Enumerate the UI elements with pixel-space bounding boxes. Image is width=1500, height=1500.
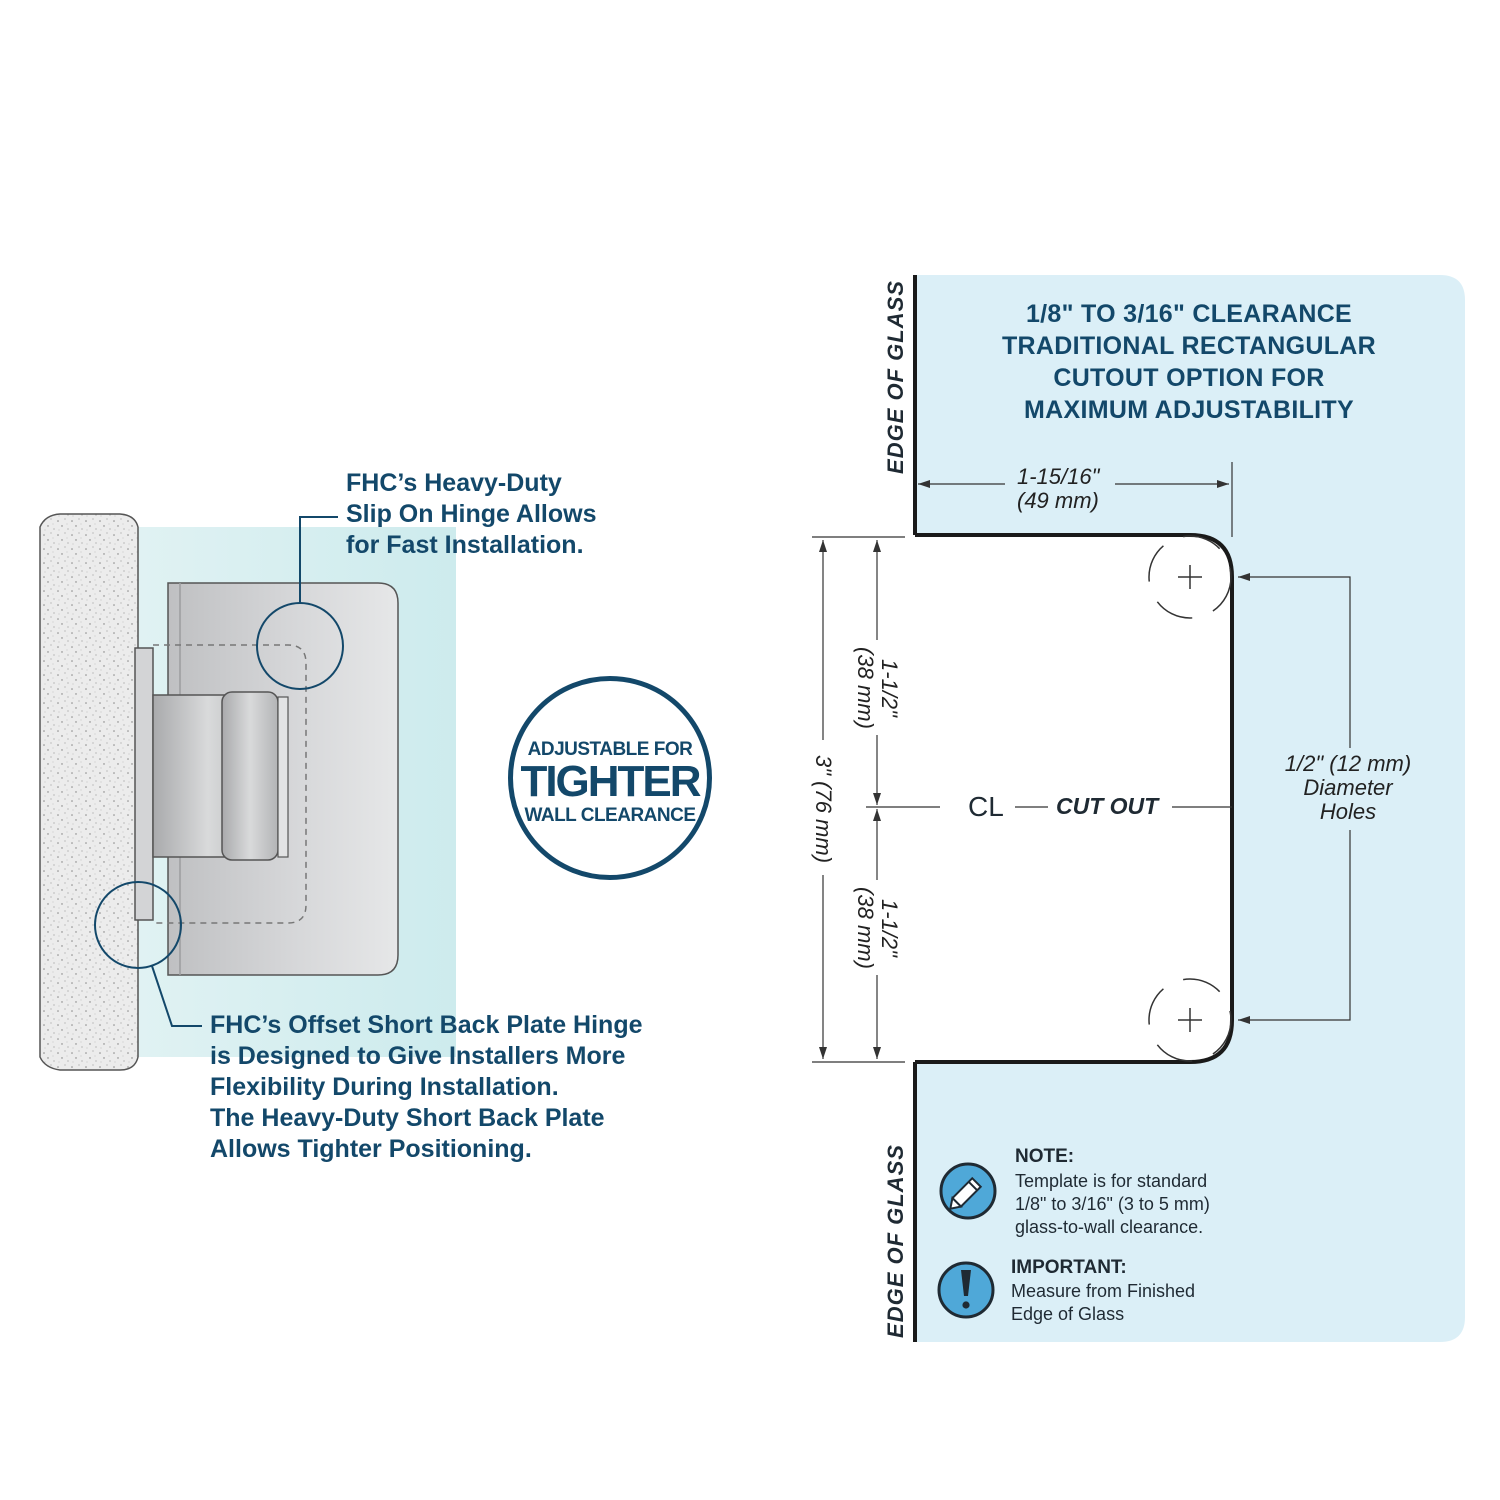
exclamation-icon [937,1261,995,1319]
detail-circle-bottom [94,881,182,969]
callout-bottom-line-4: The Heavy-Duty Short Back Plate [210,1104,605,1132]
half-dimension-top: 1-1/2" (38 mm) [853,633,902,743]
important-line-2: Edge of Glass [1011,1304,1125,1324]
heading-line-2: TRADITIONAL RECTANGULAR [1001,332,1376,360]
wall-section [39,513,139,1071]
callout-bottom-line-5: Allows Tighter Positioning. [210,1135,532,1163]
edge-of-glass-label-top: EDGE OF GLASS [883,280,908,474]
hinge-illustration [39,513,456,1071]
note-title: NOTE: [1015,1146,1075,1167]
callout-bottom-line-2: is Designed to Give Installers More [210,1042,626,1070]
cutout-outline [915,533,1234,1064]
note-body: Template is for standard 1/8" to 3/16" (… [1015,1170,1210,1239]
half-dimension-bottom-mm: (38 mm) [853,887,878,969]
important-body: Measure from Finished Edge of Glass [1011,1280,1195,1326]
callout-bottom-line-3: Flexibility During Installation. [210,1073,559,1101]
heading-line-4: MAXIMUM ADJUSTABILITY [1024,396,1354,424]
width-dimension-inches: 1-15/16" [1017,464,1100,489]
half-dimension-bottom: 1-1/2" (38 mm) [853,873,902,983]
heading-line-1: 1/8" TO 3/16" CLEARANCE [1025,300,1353,328]
glass-template-panel [915,275,1465,1342]
hole-bottom [1148,978,1232,1062]
holes-line-2: Diameter [1303,775,1393,800]
badge-line-2: TIGHTER [520,757,701,806]
note-line-3: glass-to-wall clearance. [1015,1217,1204,1237]
callout-top-line-1: FHC’s Heavy-Duty [346,469,562,497]
note-line-1: Template is for standard [1015,1171,1208,1191]
centerline-symbol: CL [968,791,1004,822]
half-dimension-top-mm: (38 mm) [853,647,878,729]
note-line-2: 1/8" to 3/16" (3 to 5 mm) [1015,1194,1210,1214]
template-heading: 1/8" TO 3/16" CLEARANCE TRADITIONAL RECT… [930,298,1448,426]
half-dimension-top-inches: 1-1/2" [877,659,902,717]
badge-line-3: WALL CLEARANCE [524,805,696,826]
callout-short-back-plate: FHC’s Offset Short Back Plate Hinge is D… [210,1010,643,1165]
heading-line-3: CUTOUT OPTION FOR [1053,364,1325,392]
callout-top-line-2: Slip On Hinge Allows [346,500,597,528]
tighter-clearance-badge: ADJUSTABLE FOR TIGHTER WALL CLEARANCE [508,676,712,880]
hinge-barrel [221,691,279,861]
back-plate [134,647,154,921]
hole-top [1148,535,1232,619]
half-dimension-bottom-inches: 1-1/2" [877,899,902,957]
important-title: IMPORTANT: [1011,1257,1127,1278]
callout-top-line-3: for Fast Installation. [346,531,584,559]
important-line-1: Measure from Finished [1011,1281,1196,1301]
holes-size: 1/2" (12 mm) [1284,751,1412,776]
width-dimension-label: 1-15/16" (49 mm) [1017,465,1099,513]
cutout-template [812,275,1465,1342]
leader-line-bottom [151,965,202,1027]
callout-slip-on-hinge: FHC’s Heavy-Duty Slip On Hinge Allows fo… [346,468,596,561]
callout-bottom-line-1: FHC’s Offset Short Back Plate Hinge [210,1011,643,1039]
leader-line-top [299,516,338,603]
width-dimension-mm: (49 mm) [1017,488,1099,513]
cut-out-label: CUT OUT [1056,793,1159,819]
edge-of-glass-label-bottom: EDGE OF GLASS [883,1144,908,1338]
badge-line-1: ADJUSTABLE FOR [527,739,693,760]
pencil-icon [939,1162,997,1220]
holes-label: 1/2" (12 mm) Diameter Holes [1258,752,1438,824]
total-dimension-label: 3" (76 mm) [811,754,836,864]
holes-line-3: Holes [1319,799,1377,824]
